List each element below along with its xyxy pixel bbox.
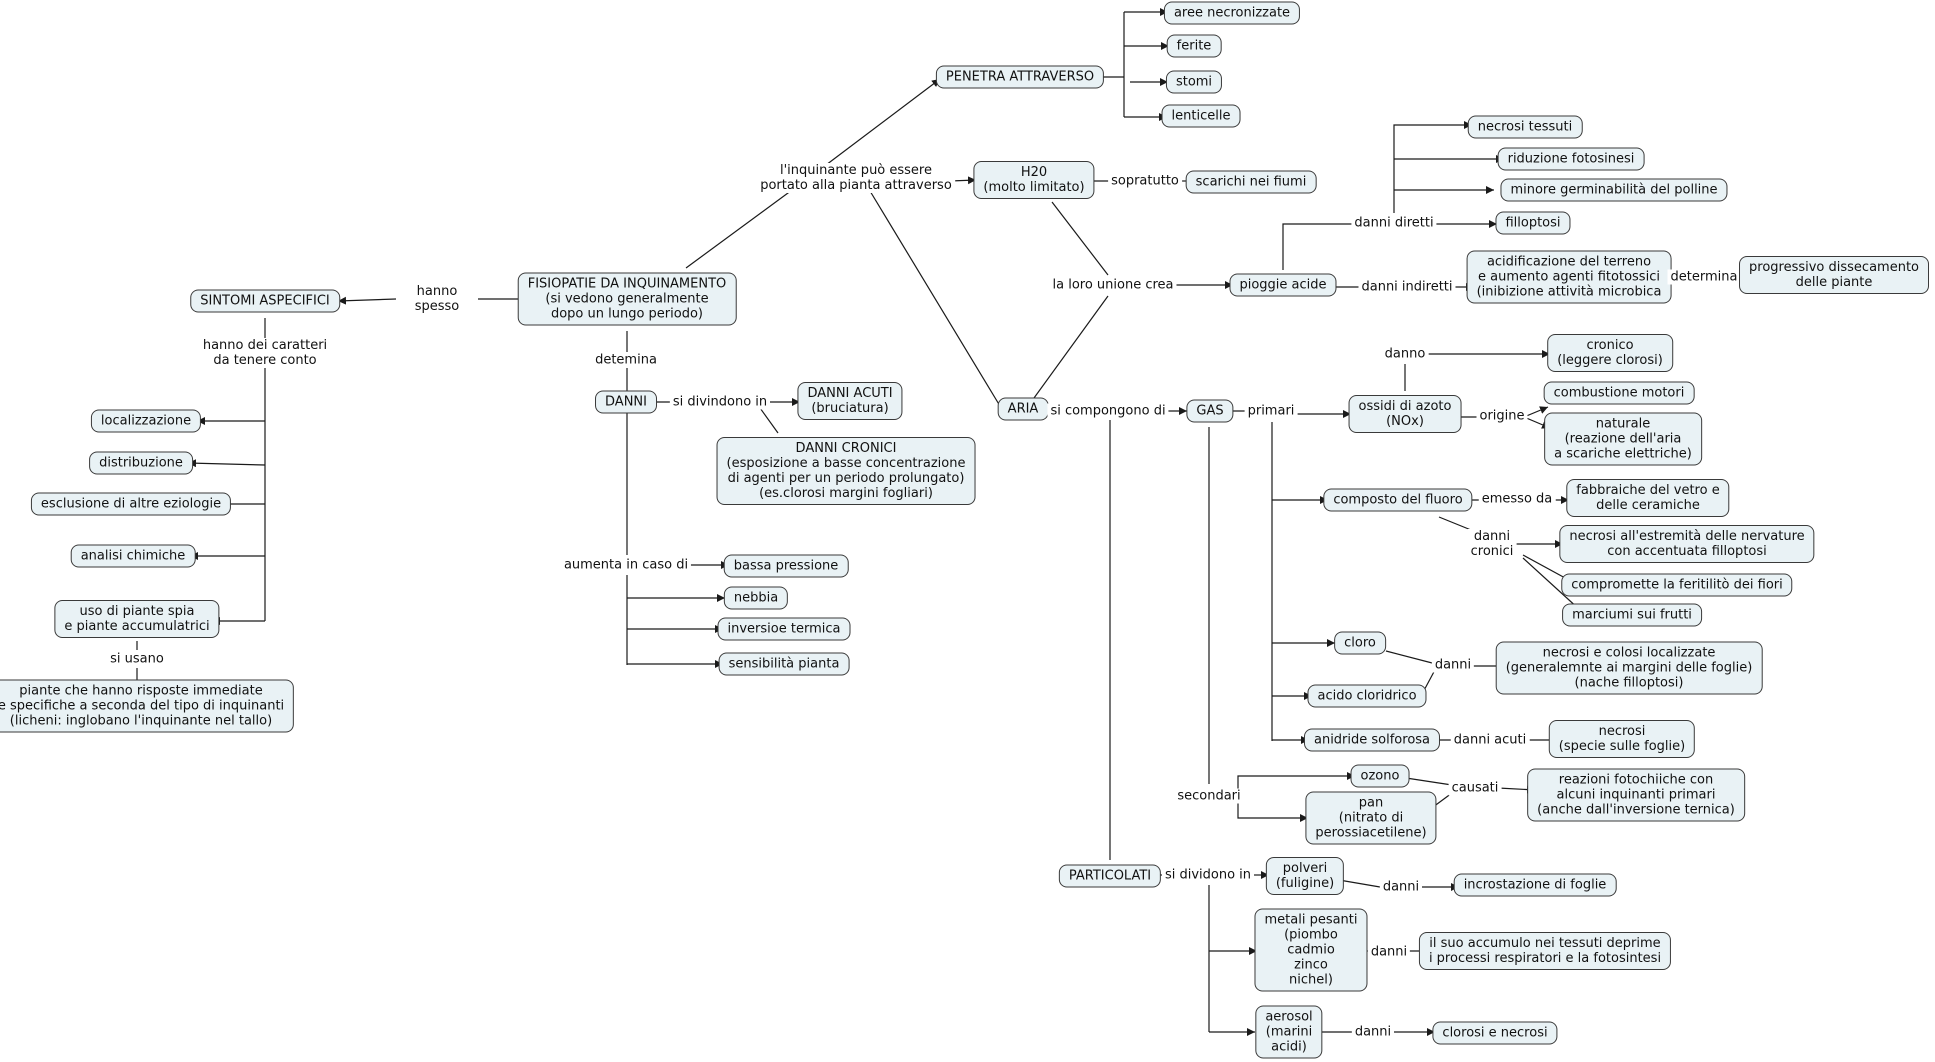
label-emesso-da: emesso da bbox=[1478, 491, 1556, 507]
node-danni[interactable]: DANNI bbox=[595, 390, 657, 414]
node-aerosol[interactable]: aerosol (marini acidi) bbox=[1255, 1005, 1323, 1059]
label-si-dividono-particolati: si dividono in bbox=[1161, 867, 1255, 883]
node-aree-necronizzate[interactable]: aree necronizzate bbox=[1163, 1, 1301, 25]
connector-73 bbox=[1237, 796, 1308, 822]
node-combustione-motori[interactable]: combustione motori bbox=[1543, 381, 1695, 405]
label-sopratutto: sopratutto bbox=[1108, 173, 1182, 189]
label-unione-crea: la loro unione crea bbox=[1049, 277, 1177, 293]
label-danni-aerosol: danni bbox=[1351, 1024, 1395, 1040]
label-danni-indiretti: danni indiretti bbox=[1358, 279, 1456, 295]
connector-53 bbox=[1523, 406, 1549, 418]
label-causati: causati bbox=[1448, 780, 1502, 796]
node-nebbia[interactable]: nebbia bbox=[723, 586, 789, 610]
node-esclusione[interactable]: esclusione di altre eziologie bbox=[30, 492, 232, 516]
node-filloptosi[interactable]: filloptosi bbox=[1495, 211, 1571, 235]
node-necrosi-colosi[interactable]: necrosi e colosi localizzate (generalemn… bbox=[1495, 641, 1763, 695]
connector-35 bbox=[1033, 295, 1109, 399]
label-origine: origine bbox=[1476, 408, 1528, 424]
label-danni-polveri: danni bbox=[1379, 879, 1423, 895]
connector-1 bbox=[337, 296, 397, 305]
connector-23 bbox=[825, 78, 941, 166]
node-progressivo-dissecamento[interactable]: progressivo dissecamento delle piante bbox=[1739, 256, 1929, 294]
node-ossidi-azoto[interactable]: ossidi di azoto (NOx) bbox=[1348, 395, 1462, 433]
node-polveri[interactable]: polveri (fuligine) bbox=[1265, 857, 1345, 895]
connector-80 bbox=[1338, 879, 1381, 888]
node-compromette-fertilita[interactable]: compromette la feritilitò dei fiori bbox=[1561, 573, 1793, 597]
node-stomi[interactable]: stomi bbox=[1165, 70, 1223, 94]
node-metalli-pesanti[interactable]: metali pesanti (piombo cadmio zinco nich… bbox=[1254, 908, 1368, 992]
node-ozono[interactable]: ozono bbox=[1350, 764, 1410, 788]
node-aria[interactable]: ARIA bbox=[997, 397, 1049, 421]
label-detemina: detemina bbox=[592, 352, 660, 368]
label-si-compongono: si compongono di bbox=[1047, 403, 1169, 419]
node-necrosi-foglie[interactable]: necrosi (specie sulle foglie) bbox=[1548, 720, 1696, 758]
node-naturale[interactable]: naturale (reazione dell'aria a scariche … bbox=[1544, 412, 1702, 466]
node-accumulo[interactable]: il suo accumulo nei tessuti deprime i pr… bbox=[1418, 932, 1672, 970]
label-caratteri: hanno dei caratteri da tenere conto bbox=[199, 338, 331, 368]
label-danni-diretti: danni diretti bbox=[1351, 215, 1437, 231]
node-sintomi-aspecifici[interactable]: SINTOMI ASPECIFICI bbox=[190, 289, 340, 313]
node-acidificazione[interactable]: acidificazione del terreno e aumento age… bbox=[1466, 250, 1672, 304]
node-analisi-chimiche[interactable]: analisi chimiche bbox=[70, 544, 196, 568]
node-h2o[interactable]: H20 (molto limitato) bbox=[973, 161, 1095, 199]
label-danno: danno bbox=[1381, 346, 1429, 362]
label-inquinante-portato: l'inquinante può essere portato alla pia… bbox=[757, 163, 955, 193]
connector-39 bbox=[1393, 121, 1472, 213]
label-danni-cronici: danni cronici bbox=[1467, 529, 1517, 559]
node-distribuzione[interactable]: distribuzione bbox=[89, 451, 193, 475]
node-necrosi-estremita[interactable]: necrosi all'estremità delle nervature co… bbox=[1559, 525, 1815, 563]
connector-34 bbox=[1051, 201, 1109, 276]
node-fabbriche[interactable]: fabbraiche del vetro e delle ceramiche bbox=[1566, 479, 1730, 517]
node-inversione-termica[interactable]: inversioe termica bbox=[717, 617, 851, 641]
label-secondari: secondari bbox=[1174, 788, 1244, 804]
label-danni-cloro: danni bbox=[1431, 657, 1475, 673]
label-si-usano: si usano bbox=[107, 651, 167, 667]
node-minore-germinabilita[interactable]: minore germinabilità del polline bbox=[1500, 178, 1728, 202]
node-localizzazione[interactable]: localizzazione bbox=[90, 409, 202, 433]
node-piante-spia[interactable]: uso di piante spia e piante accumulatric… bbox=[54, 600, 220, 638]
node-marciumi-frutti[interactable]: marciumi sui frutti bbox=[1562, 603, 1702, 627]
label-determina: determina bbox=[1667, 269, 1741, 285]
node-necrosi-tessuti[interactable]: necrosi tessuti bbox=[1467, 115, 1583, 139]
node-danni-cronici[interactable]: DANNI CRONICI (esposizione a basse conce… bbox=[716, 437, 976, 505]
node-piogge-acide[interactable]: pioggie acide bbox=[1229, 273, 1337, 297]
label-danni-metalli: danni bbox=[1367, 944, 1411, 960]
label-primari: primari bbox=[1244, 403, 1298, 419]
node-gas[interactable]: GAS bbox=[1186, 399, 1234, 423]
node-anidride-solforosa[interactable]: anidride solforosa bbox=[1303, 728, 1441, 752]
node-lenticelle[interactable]: lenticelle bbox=[1161, 104, 1241, 128]
node-ferite[interactable]: ferite bbox=[1166, 34, 1222, 58]
node-acido-cloridrico[interactable]: acido cloridrico bbox=[1307, 684, 1427, 708]
node-penetra-attraverso[interactable]: PENETRA ATTRAVERSO bbox=[935, 65, 1105, 89]
node-cloro[interactable]: cloro bbox=[1334, 631, 1386, 655]
connector-37 bbox=[1282, 223, 1354, 270]
label-aumenta: aumenta in caso di bbox=[560, 557, 692, 573]
connector-25 bbox=[869, 190, 1001, 407]
node-riduzione-fotosintesi[interactable]: riduzione fotosinesi bbox=[1497, 147, 1645, 171]
node-piante-risposte[interactable]: piante che hanno risposte immediate e sp… bbox=[0, 679, 295, 733]
node-reazioni-fotochimiche[interactable]: reazioni fotochiiche con alcuni inquinan… bbox=[1527, 768, 1745, 822]
label-si-dividono-in: si divindono in bbox=[669, 394, 771, 410]
node-fisiopatie[interactable]: FISIOPATIE DA INQUINAMENTO (si vedono ge… bbox=[517, 272, 737, 326]
connector-5 bbox=[187, 459, 266, 468]
node-composto-fluoro[interactable]: composto del fluoro bbox=[1323, 488, 1473, 512]
node-pan[interactable]: pan (nitrato di perossiacetilene) bbox=[1305, 791, 1437, 845]
node-particolati[interactable]: PARTICOLATI bbox=[1058, 864, 1162, 888]
node-scarichi-fiumi[interactable]: scarichi nei fiumi bbox=[1185, 170, 1317, 194]
node-incrostazione[interactable]: incrostazione di foglie bbox=[1453, 873, 1617, 897]
connector-65 bbox=[1385, 650, 1437, 665]
connector-62 bbox=[1522, 557, 1581, 611]
node-danni-acuti[interactable]: DANNI ACUTI (bruciatura) bbox=[797, 382, 903, 420]
node-sensibilita-pianta[interactable]: sensibilità pianta bbox=[718, 652, 850, 676]
label-danni-acuti: danni acuti bbox=[1450, 732, 1530, 748]
node-cronico[interactable]: cronico (leggere clorosi) bbox=[1547, 334, 1673, 372]
node-bassa-pressione[interactable]: bassa pressione bbox=[723, 554, 849, 578]
connector-74 bbox=[1405, 777, 1453, 786]
label-hanno-spesso: hanno spesso bbox=[411, 284, 463, 314]
node-clorosi-necrosi[interactable]: clorosi e necrosi bbox=[1432, 1021, 1558, 1045]
